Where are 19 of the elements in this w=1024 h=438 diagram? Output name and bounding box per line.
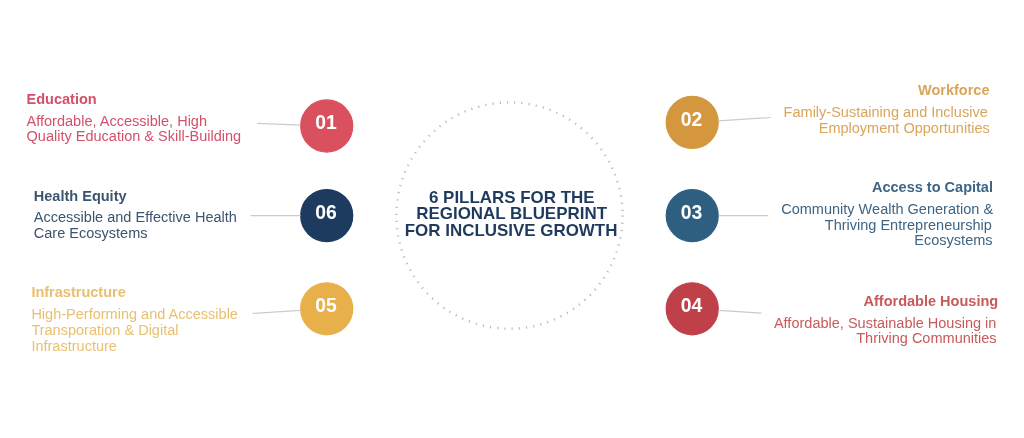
node-circle: 01	[299, 98, 353, 153]
node-text: Health Equity Accessible and Effective Health Care Ecosystems	[33, 187, 237, 241]
connector	[251, 309, 301, 314]
connector	[249, 214, 301, 216]
node-text: Access to Capital Community Wealth Generation & Thriving Entrepreneurship Ecosystems	[780, 178, 993, 248]
node-text: Affordable Housing Affordable, Sustainable Housing in Thriving Communities	[773, 292, 998, 346]
node-circle: 03	[665, 188, 719, 242]
connector	[717, 309, 762, 314]
connector	[256, 122, 301, 126]
node-circle: 02	[665, 95, 719, 149]
node-text: Education Affordable, Accessible, High Quality Education & Skill-Building	[26, 90, 241, 144]
connector	[717, 214, 769, 216]
connector	[717, 116, 771, 121]
node-text: Workforce Family-Sustaining and Inclusive Employment Opportunities	[783, 81, 990, 136]
node-text: Infrastructure High-Performing and Accessible Transporation & Digital Infrastructure	[30, 283, 238, 354]
node-circle: 6 PILLARS FOR THE REGIONAL BLUEPRINT FOR INCLUSIVE GROWTH	[394, 100, 624, 330]
node-circle: 06	[299, 188, 353, 242]
node-circle: 04	[665, 281, 719, 335]
node-circle: 05	[299, 281, 353, 335]
